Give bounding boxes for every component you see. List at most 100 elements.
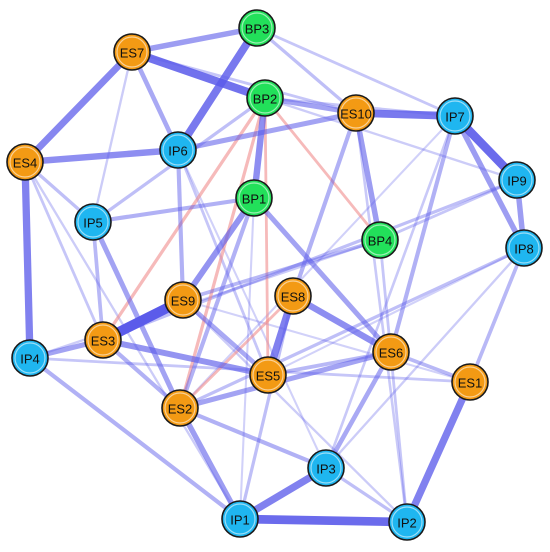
node-ip8: IP8 [505, 229, 543, 267]
node-es5: ES5 [249, 356, 287, 394]
edge-es9-ip2 [181, 298, 409, 524]
node-ip1: IP1 [221, 500, 259, 538]
node-ip3: IP3 [307, 449, 345, 487]
node-es1: ES1 [451, 363, 489, 401]
edge-es7-ip5 [91, 50, 134, 224]
node-ring [9, 146, 41, 178]
node-ring [391, 506, 423, 538]
edge-ip8-es1 [468, 246, 526, 384]
node-ring [167, 284, 199, 316]
node-ring [116, 36, 148, 68]
edge-ip6-es10 [175, 110, 359, 153]
node-circle [337, 94, 375, 132]
edge-es8-es2 [178, 294, 295, 410]
node-label: IP1 [230, 513, 250, 528]
node-ip6: IP6 [159, 131, 197, 169]
node-circle [238, 9, 276, 47]
node-label: ES2 [168, 402, 193, 417]
edge-es7-es4 [21, 48, 136, 166]
node-ring [162, 134, 194, 166]
edge-ip8-ip3 [324, 246, 526, 470]
edge-es10-ip2 [354, 111, 409, 524]
edge-bp4-ip2 [378, 238, 409, 524]
node-label: IP8 [514, 242, 534, 257]
edge-es4-ip4 [21, 158, 34, 362]
node-ring [77, 206, 109, 238]
node-circle [372, 333, 410, 371]
node-label: IP4 [20, 352, 40, 367]
node-circle [6, 143, 44, 181]
edge-ip7-ip3 [324, 114, 457, 470]
node-label: BP4 [368, 234, 393, 249]
node-label: IP2 [397, 516, 417, 531]
node-es9: ES9 [164, 281, 202, 319]
edge-es3-es5 [100, 337, 271, 378]
edge-es7-bp3 [129, 25, 260, 55]
node-ip7: IP7 [436, 97, 474, 135]
node-ring [14, 342, 46, 374]
node-bp3: BP3 [238, 9, 276, 47]
edge-bp2-ip9 [263, 96, 519, 182]
edge-bp3-es10 [255, 26, 358, 115]
node-label: IP7 [445, 110, 465, 125]
node-ring [501, 164, 533, 196]
node-label: ES8 [281, 290, 306, 305]
node-bp4: BP4 [361, 221, 399, 259]
node-label: IP5 [83, 216, 103, 231]
node-ip9: IP9 [498, 161, 536, 199]
edge-ip1-ip2 [235, 514, 412, 527]
node-es2: ES2 [161, 389, 199, 427]
node-es8: ES8 [274, 277, 312, 315]
node-label: ES7 [120, 46, 145, 61]
node-circle [498, 161, 536, 199]
node-ring [87, 324, 119, 356]
node-ring [238, 182, 270, 214]
node-ring [439, 100, 471, 132]
node-circle [221, 500, 259, 538]
node-circle [436, 97, 474, 135]
edge-es10-bp4 [353, 110, 383, 243]
node-es6: ES6 [372, 333, 410, 371]
edge-es8-es6 [289, 292, 395, 356]
edge-bp1-es6 [251, 195, 394, 355]
edge-es2-ip7 [178, 114, 457, 410]
edge-es9-es1 [181, 298, 472, 384]
node-circle [249, 356, 287, 394]
edge-bp2-bp4 [263, 96, 382, 242]
node-circle [11, 339, 49, 377]
node-circle [388, 503, 426, 541]
edge-es9-es5 [180, 297, 271, 378]
node-ip4: IP4 [11, 339, 49, 377]
node-label: ES6 [379, 346, 404, 361]
node-ring [224, 503, 256, 535]
edge-ip5-es2 [90, 219, 183, 411]
node-ip5: IP5 [74, 203, 112, 241]
node-circle [84, 321, 122, 359]
node-circle [235, 179, 273, 217]
node-bp2: BP2 [246, 79, 284, 117]
edge-bp2-es5 [263, 96, 270, 377]
node-circle [161, 389, 199, 427]
node-ip2: IP2 [388, 503, 426, 541]
node-bp1: BP1 [235, 179, 273, 217]
node-circle [451, 363, 489, 401]
node-es10: ES10 [337, 94, 375, 132]
node-circle [159, 131, 197, 169]
edge-es2-ip1 [177, 405, 243, 522]
edge-ip5-es3 [91, 220, 105, 342]
node-ring [310, 452, 342, 484]
edge-es7-bp2 [127, 47, 270, 103]
node-label: ES1 [458, 376, 483, 391]
node-label: IP9 [507, 174, 527, 189]
node-es4: ES4 [6, 143, 44, 181]
edge-ip7-es6 [388, 113, 458, 355]
node-circle [246, 79, 284, 117]
node-ring [364, 224, 396, 256]
node-label: ES4 [13, 156, 38, 171]
node-label: ES5 [256, 369, 281, 384]
edge-bp1-es9 [180, 195, 257, 303]
edge-ip6-ip3 [176, 148, 328, 470]
edge-ip3-es6 [323, 349, 394, 471]
node-label: BP1 [242, 192, 267, 207]
